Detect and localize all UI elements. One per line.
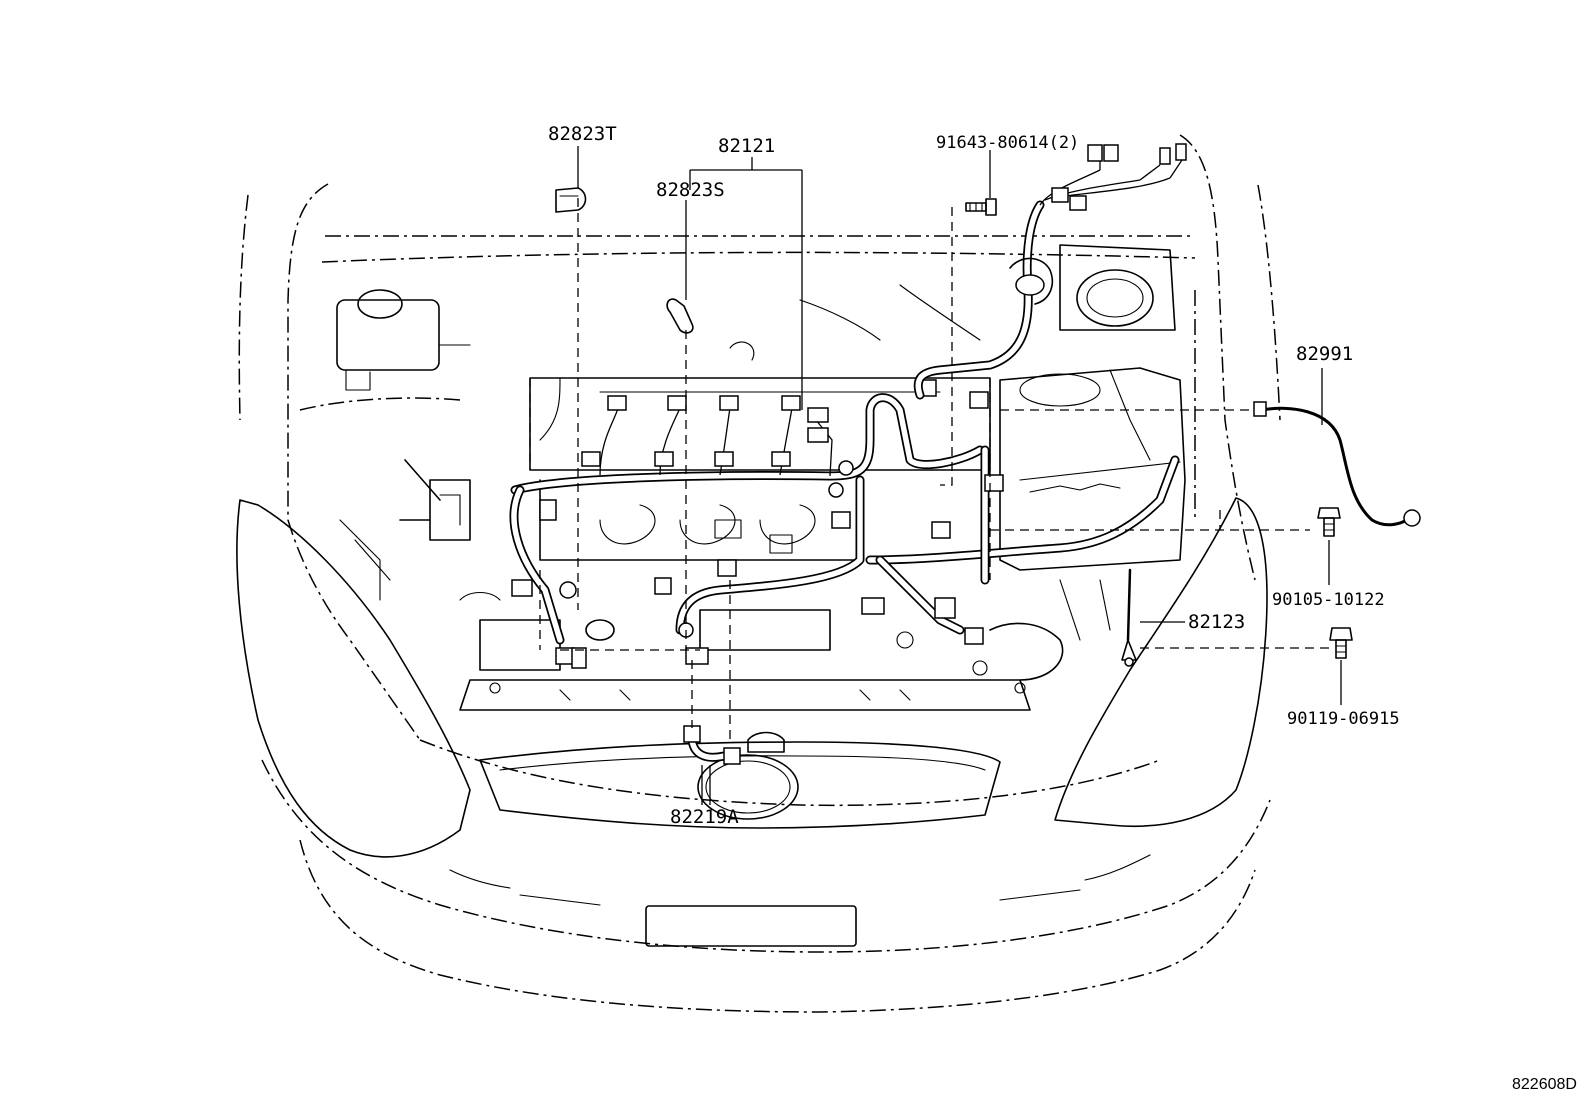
bolt-90119-06915 — [1329, 627, 1353, 659]
wire-82219A — [683, 725, 785, 765]
bolt-90105-10122 — [1317, 507, 1341, 537]
label-82991: 82991 — [1296, 343, 1353, 365]
diagram-code: 822608D — [1512, 1076, 1577, 1093]
label-82121: 82121 — [718, 135, 775, 157]
wire-82123 — [1121, 568, 1137, 667]
vehicle-body-outline — [236, 134, 1281, 1013]
part-labels: 82823T 82121 82823S 91643-80614(2) 82991… — [548, 123, 1577, 1093]
label-82123: 82123 — [1188, 611, 1245, 633]
wire-82991 — [1253, 401, 1421, 527]
engine-wire-harness — [509, 379, 1180, 669]
leader-lines — [577, 146, 1342, 805]
cowl-wire-harness — [913, 143, 1187, 400]
bolt-91643-80614 — [965, 198, 997, 216]
projection-lines — [529, 198, 1330, 745]
label-90105-10122: 90105-10122 — [1272, 590, 1385, 610]
label-82219A: 82219A — [670, 806, 739, 828]
label-82823S: 82823S — [656, 179, 725, 201]
clip-82823S — [666, 298, 694, 334]
label-90119-06915: 90119-06915 — [1287, 709, 1400, 729]
engine-bay-components — [336, 244, 1186, 711]
clip-82823T — [555, 187, 587, 213]
label-91643-80614: 91643-80614(2) — [936, 133, 1079, 153]
label-82823T: 82823T — [548, 123, 617, 145]
